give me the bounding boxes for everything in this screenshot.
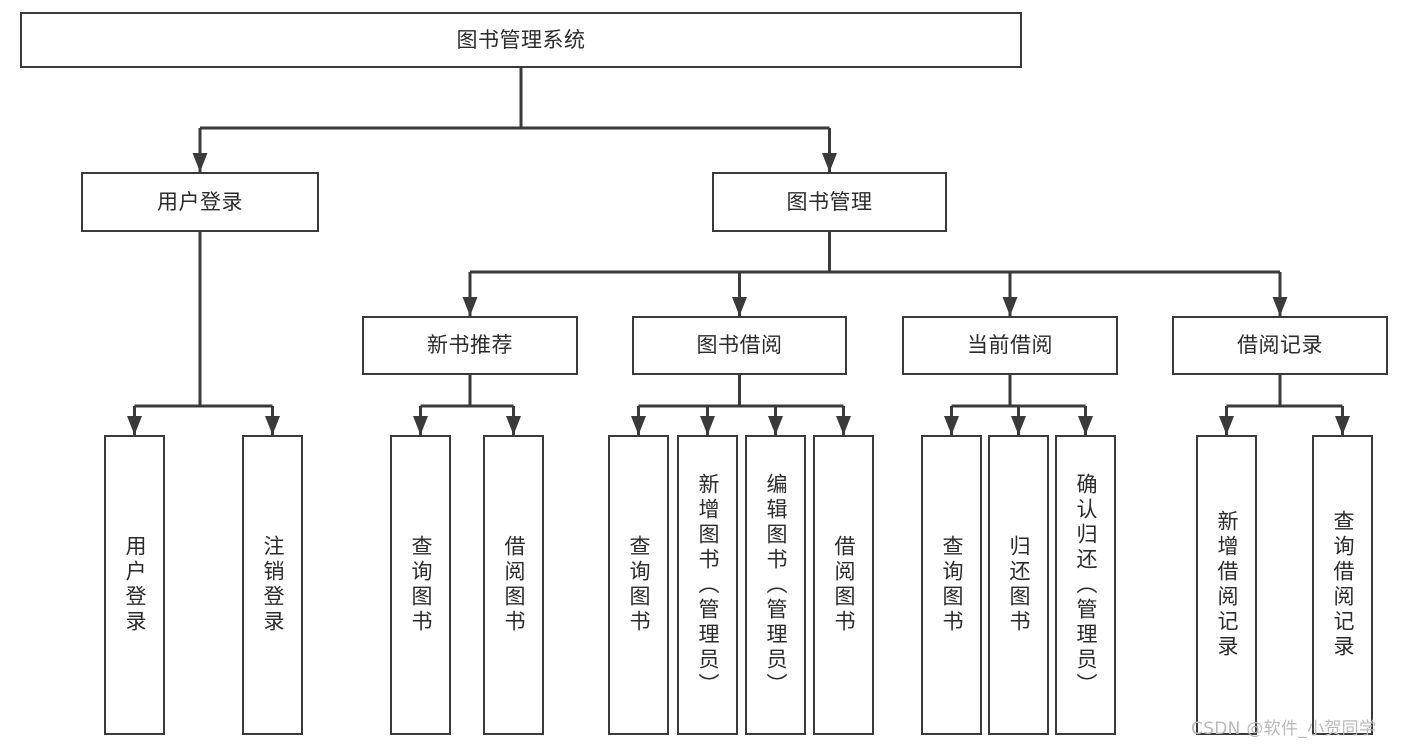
arrowhead xyxy=(1335,416,1350,435)
node-label: 用户登录 xyxy=(157,189,243,214)
node-leaf-2: 注销登录 xyxy=(242,435,303,735)
node-leaf-10: 归还图书 xyxy=(988,435,1049,735)
arrowhead xyxy=(944,416,959,435)
node-root: 图书管理系统 xyxy=(20,12,1022,68)
node-leaf-4: 借阅图书 xyxy=(483,435,544,735)
node-label: 编辑图书（管理员） xyxy=(764,472,788,698)
node-label: 新增借阅记录 xyxy=(1215,510,1239,660)
node-label: 查询图书 xyxy=(940,535,964,635)
arrowhead xyxy=(1078,416,1093,435)
node-label: 图书借阅 xyxy=(696,333,783,358)
node-label: 归还图书 xyxy=(1007,535,1031,635)
node-label: 注销登录 xyxy=(261,535,285,635)
arrowhead xyxy=(1219,416,1234,435)
node-newbook: 新书推荐 xyxy=(362,316,578,375)
node-label: 图书管理系统 xyxy=(456,27,586,52)
node-leaf-9: 查询图书 xyxy=(921,435,982,735)
node-login: 用户登录 xyxy=(81,172,319,232)
node-leaf-11: 确认归还（管理员） xyxy=(1055,435,1116,735)
node-label: 图书管理 xyxy=(786,189,873,214)
node-label: 借阅图书 xyxy=(502,535,526,635)
arrowhead xyxy=(631,416,646,435)
node-label: 查询图书 xyxy=(627,535,651,635)
node-bookmgmt: 图书管理 xyxy=(712,172,947,232)
arrowhead xyxy=(506,416,521,435)
node-leaf-3: 查询图书 xyxy=(390,435,451,735)
node-label: 新增图书（管理员） xyxy=(696,472,720,698)
node-label: 借阅记录 xyxy=(1237,333,1323,358)
node-label: 新书推荐 xyxy=(427,333,513,358)
node-leaf-12: 新增借阅记录 xyxy=(1196,435,1257,735)
arrowhead xyxy=(768,416,783,435)
arrowhead xyxy=(732,297,747,316)
node-label: 确认归还（管理员） xyxy=(1074,472,1098,698)
node-label: 用户登录 xyxy=(123,535,147,635)
node-borrow: 图书借阅 xyxy=(632,316,847,375)
arrowhead xyxy=(822,153,837,172)
node-current: 当前借阅 xyxy=(902,316,1118,375)
node-leaf-13: 查询借阅记录 xyxy=(1312,435,1373,735)
csdn-watermark: CSDN @软件_小贺同学 xyxy=(1191,719,1377,739)
arrowhead xyxy=(413,416,428,435)
arrowhead xyxy=(700,416,715,435)
node-leaf-7: 编辑图书（管理员） xyxy=(745,435,806,735)
node-label: 查询借阅记录 xyxy=(1331,510,1355,660)
arrowhead xyxy=(1011,416,1026,435)
arrowhead xyxy=(1002,297,1018,316)
arrowhead xyxy=(127,416,142,435)
arrowhead xyxy=(836,416,851,435)
node-label: 查询图书 xyxy=(409,535,433,635)
node-leaf-8: 借阅图书 xyxy=(813,435,874,735)
node-leaf-1: 用户登录 xyxy=(104,435,165,735)
node-label: 当前借阅 xyxy=(967,333,1053,358)
node-leaf-5: 查询图书 xyxy=(608,435,669,735)
arrowhead xyxy=(1272,297,1288,316)
node-leaf-6: 新增图书（管理员） xyxy=(677,435,738,735)
node-records: 借阅记录 xyxy=(1172,316,1388,375)
node-label: 借阅图书 xyxy=(832,535,856,635)
arrowhead xyxy=(462,297,478,316)
arrowhead xyxy=(265,416,280,435)
arrowhead xyxy=(192,153,208,172)
